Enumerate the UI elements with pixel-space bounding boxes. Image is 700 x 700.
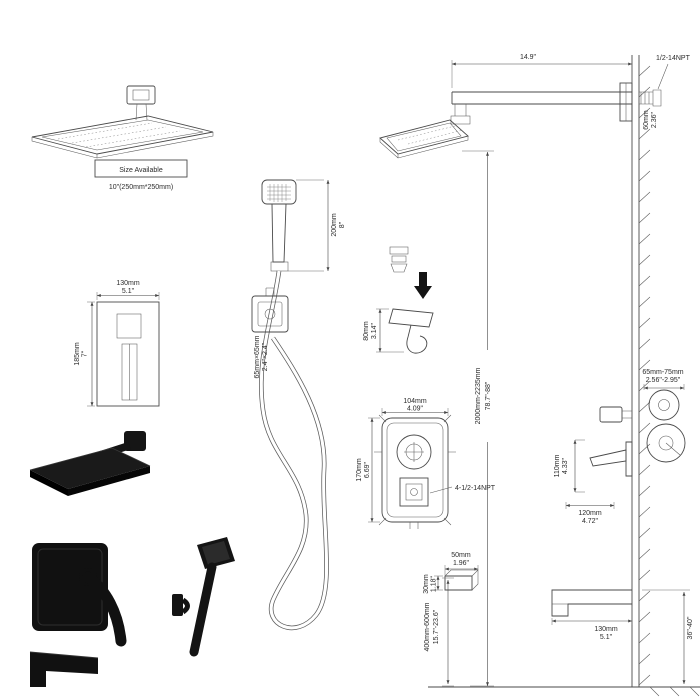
tub-spout-drawing: 130mm 5.1": [551, 589, 633, 641]
dim-label-mixer-range-mm: 65mm-75mm: [642, 369, 683, 376]
dim-label-trim-height-in: 7": [82, 350, 89, 357]
rain-showerhead-drawing: [31, 85, 214, 159]
size-available-box: Size Available 10"(250mm*250mm): [94, 159, 188, 191]
wall-elbow-drawing: 65mm×65mm 2.4"×2.4": [251, 287, 289, 378]
dim-label-valve-height-in: 6.69": [364, 461, 371, 478]
dim-label-spout-length-mm: 130mm: [594, 626, 618, 633]
dim-label-handshower-length-mm: 200mm: [331, 213, 338, 237]
dim-label-elbow-size-mm: 65mm×65mm: [254, 335, 261, 378]
dim-label-valve-width-in: 4.09": [407, 406, 424, 413]
dim-label-elbow-size-in: 2.4"×2.4": [262, 342, 269, 371]
dim-label-mixer-range-in: 2.56"-2.95": [646, 377, 681, 384]
shower-hose-drawing: [258, 270, 329, 631]
dim-label-adapter-width-mm: 50mm: [451, 552, 471, 559]
wall-section: [631, 55, 651, 687]
install-height-dimension: 2000mm-2235mm 78.7"-88": [462, 150, 497, 687]
hand-shower-holder-drawing: 80mm 3.14": [363, 308, 434, 354]
dim-label-spout-height-mm: 400mm-600mm: [424, 602, 431, 651]
dim-label-mixer-width-mm: 120mm: [578, 510, 602, 517]
dim-label-flange-mm: 60mm: [643, 110, 650, 130]
dim-label-mixer-height-mm: 110mm: [554, 454, 561, 477]
dim-label-valve-height-mm: 170mm: [356, 458, 363, 482]
right-showerhead-drawing: [379, 119, 469, 159]
hand-shower-drawing: 200mm 8": [261, 179, 346, 272]
dim-label-install-height-in: 78.7"-88": [485, 381, 492, 410]
product-photo-valve-trim: [32, 543, 127, 647]
dim-label-handshower-length-in: 8": [339, 221, 346, 228]
shower-arm-drawing: 14.9" 1/2-14NPT 60mm 2.36": [450, 54, 691, 130]
size-available-label: Size Available: [119, 167, 163, 174]
dim-label-holder-mm: 80mm: [363, 321, 370, 341]
dim-label-valve-width-mm: 104mm: [403, 398, 427, 405]
dim-label-trim-width-mm: 130mm: [116, 280, 140, 287]
dim-label-arm-length-in: 14.9": [520, 54, 537, 61]
dim-label-adapter-width-in: 1.96": [453, 560, 470, 567]
size-value-label: 10"(250mm*250mm): [109, 184, 173, 191]
dim-label-spout-height-in: 15.7"-23.6": [433, 609, 440, 644]
hose-parts-drawing: [389, 246, 409, 273]
dim-label-trim-height-mm: 185mm: [74, 342, 81, 366]
dim-label-spout-floor-in: 36"-40": [687, 616, 694, 639]
dim-label-spout-length-in: 5.1": [600, 634, 613, 641]
dim-label-arm-npt: 1/2-14NPT: [656, 55, 691, 62]
valve-trim-drawing: 130mm 5.1" 185mm 7": [74, 280, 160, 407]
dim-label-mixer-height-in: 4.33": [562, 457, 569, 474]
spout-adapter-drawing: 50mm 1.96" 30mm 1.18": [423, 552, 479, 594]
product-photo-rain-shower-head: [29, 431, 151, 496]
valve-spout-dimension: 400mm-600mm 15.7"-23.6": [424, 577, 454, 687]
mixer-valve-drawing: 65mm-75mm 2.56"-2.95" 110mm 4.33" 120mm …: [554, 369, 686, 525]
dim-label-install-height-mm: 2000mm-2235mm: [475, 367, 482, 424]
dim-label-holder-in: 3.14": [371, 322, 378, 339]
product-photo-hand-shower: [172, 537, 235, 657]
dim-label-mixer-width-in: 4.72": [582, 518, 599, 525]
down-arrow-icon: [414, 272, 432, 299]
dim-label-trim-width-in: 5.1": [122, 288, 135, 295]
floor-line: [428, 686, 700, 697]
spout-floor-dimension: 36"-40": [642, 589, 694, 684]
rough-in-valve-drawing: 104mm 4.09" 170mm 6.69" 4-1/2-14NPT: [356, 398, 496, 529]
dim-label-valve-npt: 4-1/2-14NPT: [455, 485, 496, 492]
dim-label-flange-in: 2.36": [651, 111, 658, 128]
dim-label-adapter-height-mm: 30mm: [423, 574, 430, 594]
dim-label-adapter-height-in: 1.18": [431, 575, 438, 592]
product-photo-tub-spout: [29, 651, 99, 687]
